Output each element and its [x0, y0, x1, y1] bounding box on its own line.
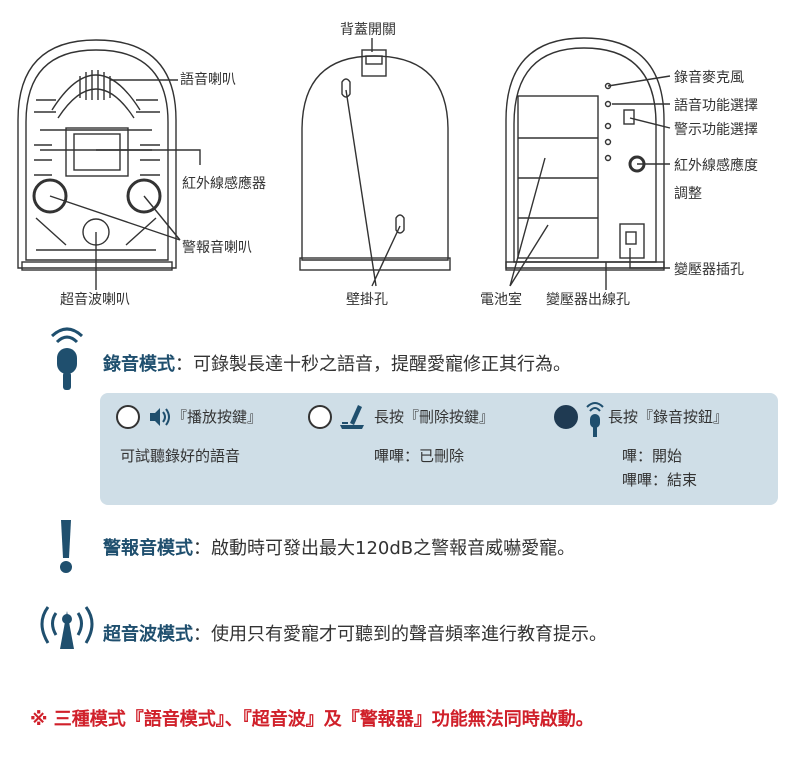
label-wall-hook: 壁掛孔 — [346, 292, 388, 308]
inside-view — [505, 37, 665, 290]
recording-mode-title: 錄音模式 — [103, 354, 175, 375]
device-diagram — [17, 37, 671, 290]
label-back-cover-switch: 背蓋開關 — [340, 22, 396, 38]
back-cover-view — [299, 38, 451, 287]
play-button-label: 『播放按鍵』 — [172, 408, 263, 426]
record-button-indicator — [554, 405, 578, 429]
label-voice-select: 語音功能選擇 — [674, 98, 758, 114]
label-recording-mic: 錄音麥克風 — [674, 70, 744, 86]
recording-mode-text: ：可錄製長達十秒之語音，提醒愛寵修正其行為。 — [175, 354, 571, 375]
label-alarm-speaker: 警報音喇叭 — [182, 240, 252, 256]
delete-button-desc: 嗶嗶：已刪除 — [374, 447, 465, 465]
label-adapter-jack: 變壓器插孔 — [674, 262, 744, 278]
label-voice-speaker: 語音喇叭 — [180, 72, 236, 88]
label-ir-sensor: 紅外線感應器 — [182, 176, 266, 192]
play-button-desc: 可試聽錄好的語音 — [120, 447, 241, 465]
ultrasonic-icon — [40, 606, 94, 649]
ultrasonic-mode-title: 超音波模式 — [103, 624, 193, 645]
label-ir-sensitivity-adjust: 調整 — [674, 186, 702, 202]
label-ultrasonic-speaker: 超音波喇叭 — [60, 292, 130, 308]
delete-button-label: 長按『刪除按鍵』 — [374, 408, 495, 426]
warning-note: ※ 三種模式『語音模式』、『超音波』及『警報器』功能無法同時啟動。 — [30, 709, 594, 730]
alarm-mode-title: 警報音模式 — [103, 538, 193, 559]
record-desc-end: 嗶嗶：結束 — [622, 471, 698, 489]
recording-controls-panel: 『播放按鍵』 可試聽錄好的語音 長按『刪除按鍵』 嗶嗶：已刪除 長按『錄音按鈕』… — [100, 393, 778, 505]
exclamation-icon — [60, 520, 72, 573]
mic-small-icon — [586, 402, 604, 437]
delete-button-indicator — [308, 405, 332, 429]
speaker-icon — [150, 408, 170, 426]
alarm-mode-text: ：啟動時可發出最大120dB之警報音威嚇愛寵。 — [193, 538, 576, 559]
front-view — [17, 39, 177, 271]
play-button-indicator — [116, 405, 140, 429]
label-battery: 電池室 — [480, 292, 522, 308]
ultrasonic-mode-text: ：使用只有愛寵才可聽到的聲音頻率進行教育提示。 — [193, 624, 607, 645]
label-ir-sensitivity: 紅外線感應度 — [674, 158, 758, 174]
label-alert-select: 警示功能選擇 — [674, 122, 758, 138]
trash-icon — [340, 405, 364, 429]
record-button-label: 長按『錄音按鈕』 — [608, 408, 729, 426]
label-adapter-outlet: 變壓器出線孔 — [546, 292, 630, 308]
record-desc-start: 嗶：開始 — [622, 447, 683, 465]
microphone-icon — [50, 327, 84, 390]
